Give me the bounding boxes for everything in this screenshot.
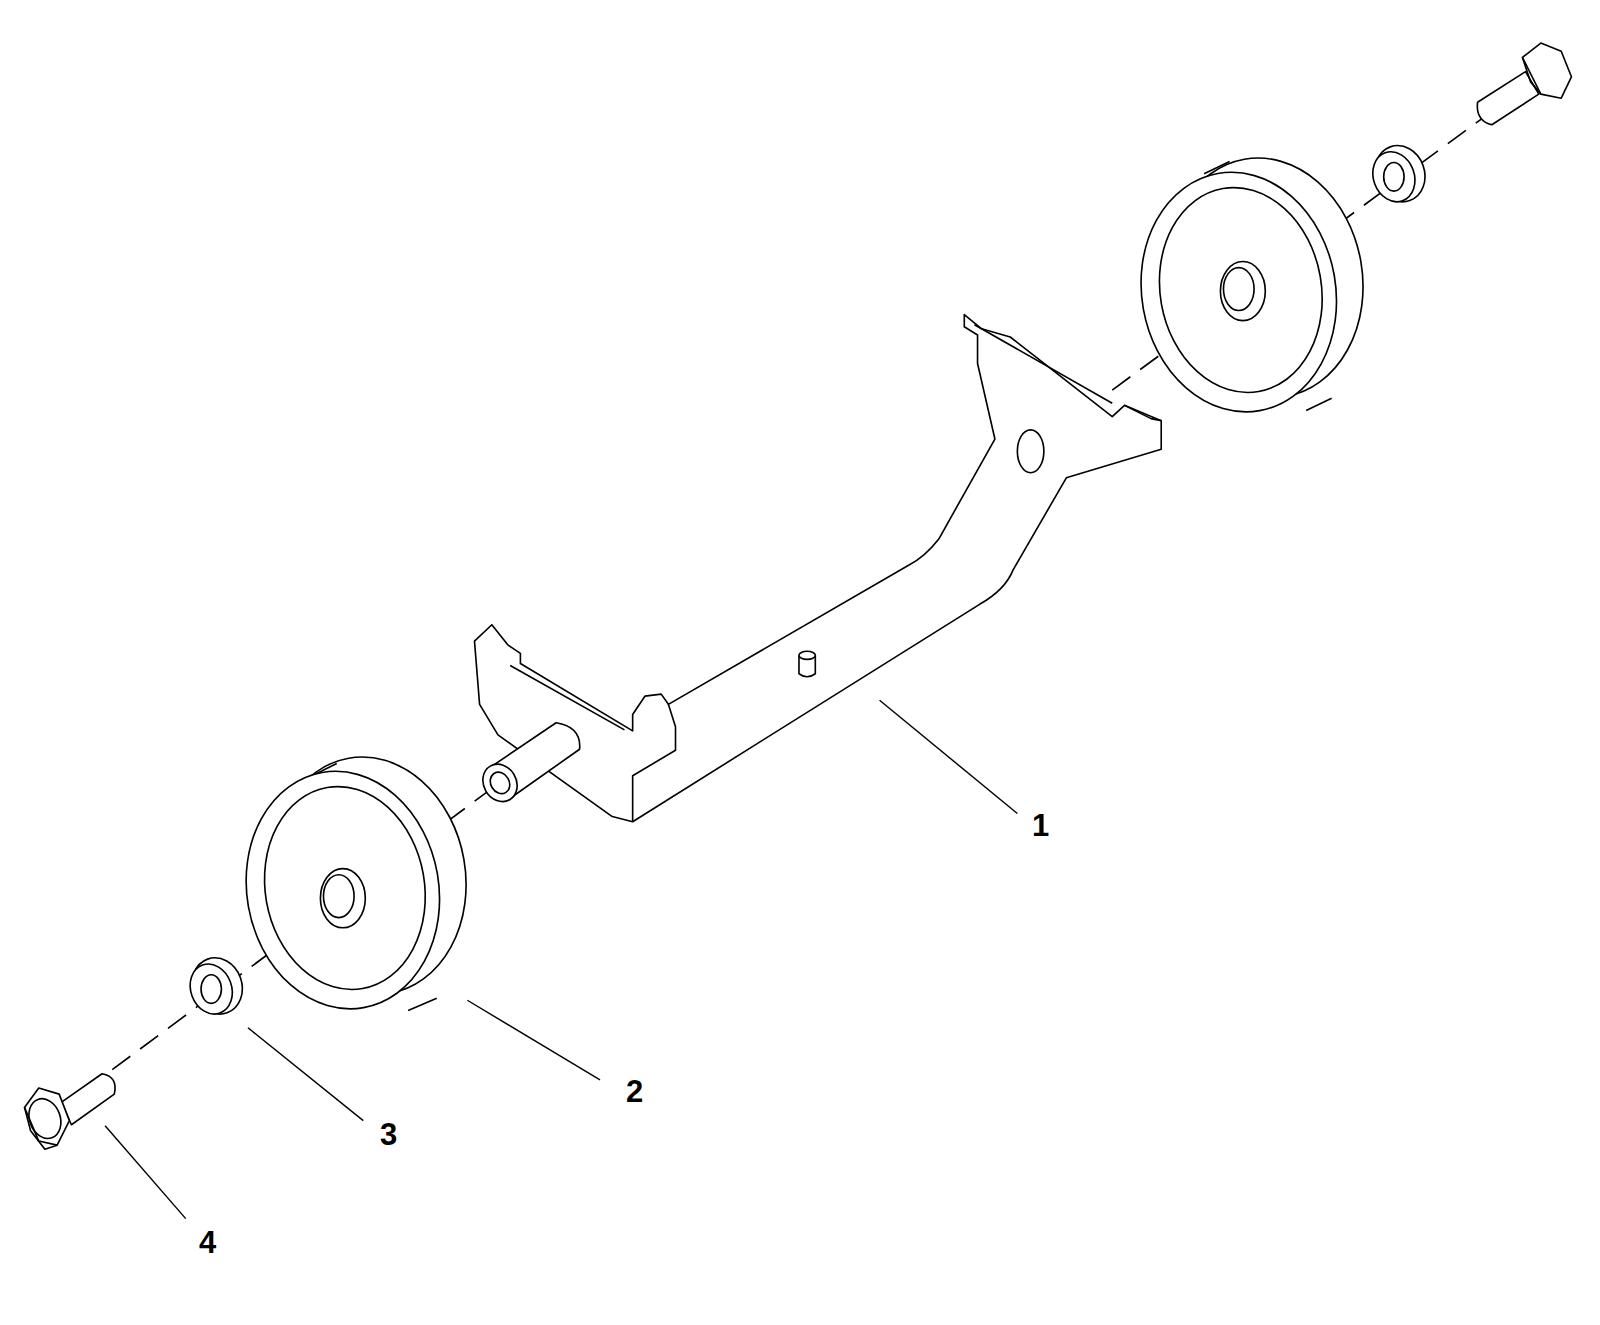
wheel	[1122, 142, 1381, 427]
callout-number: 4	[199, 1227, 216, 1258]
wheel	[228, 742, 485, 1025]
axle-stub	[476, 723, 580, 808]
leader-line	[105, 700, 1017, 1218]
bolt	[1477, 43, 1571, 125]
callout-number: 3	[380, 1119, 397, 1150]
bolt	[24, 1074, 116, 1150]
washer	[183, 951, 250, 1021]
bracket-edge	[510, 325, 1161, 822]
center-line	[112, 117, 1484, 1070]
axle-bracket	[474, 315, 1161, 822]
callout-number: 2	[626, 1076, 643, 1107]
bracket-pin	[799, 651, 815, 677]
washer	[1366, 139, 1433, 209]
callout-number: 1	[1032, 810, 1049, 841]
bracket-hole	[1017, 430, 1044, 473]
